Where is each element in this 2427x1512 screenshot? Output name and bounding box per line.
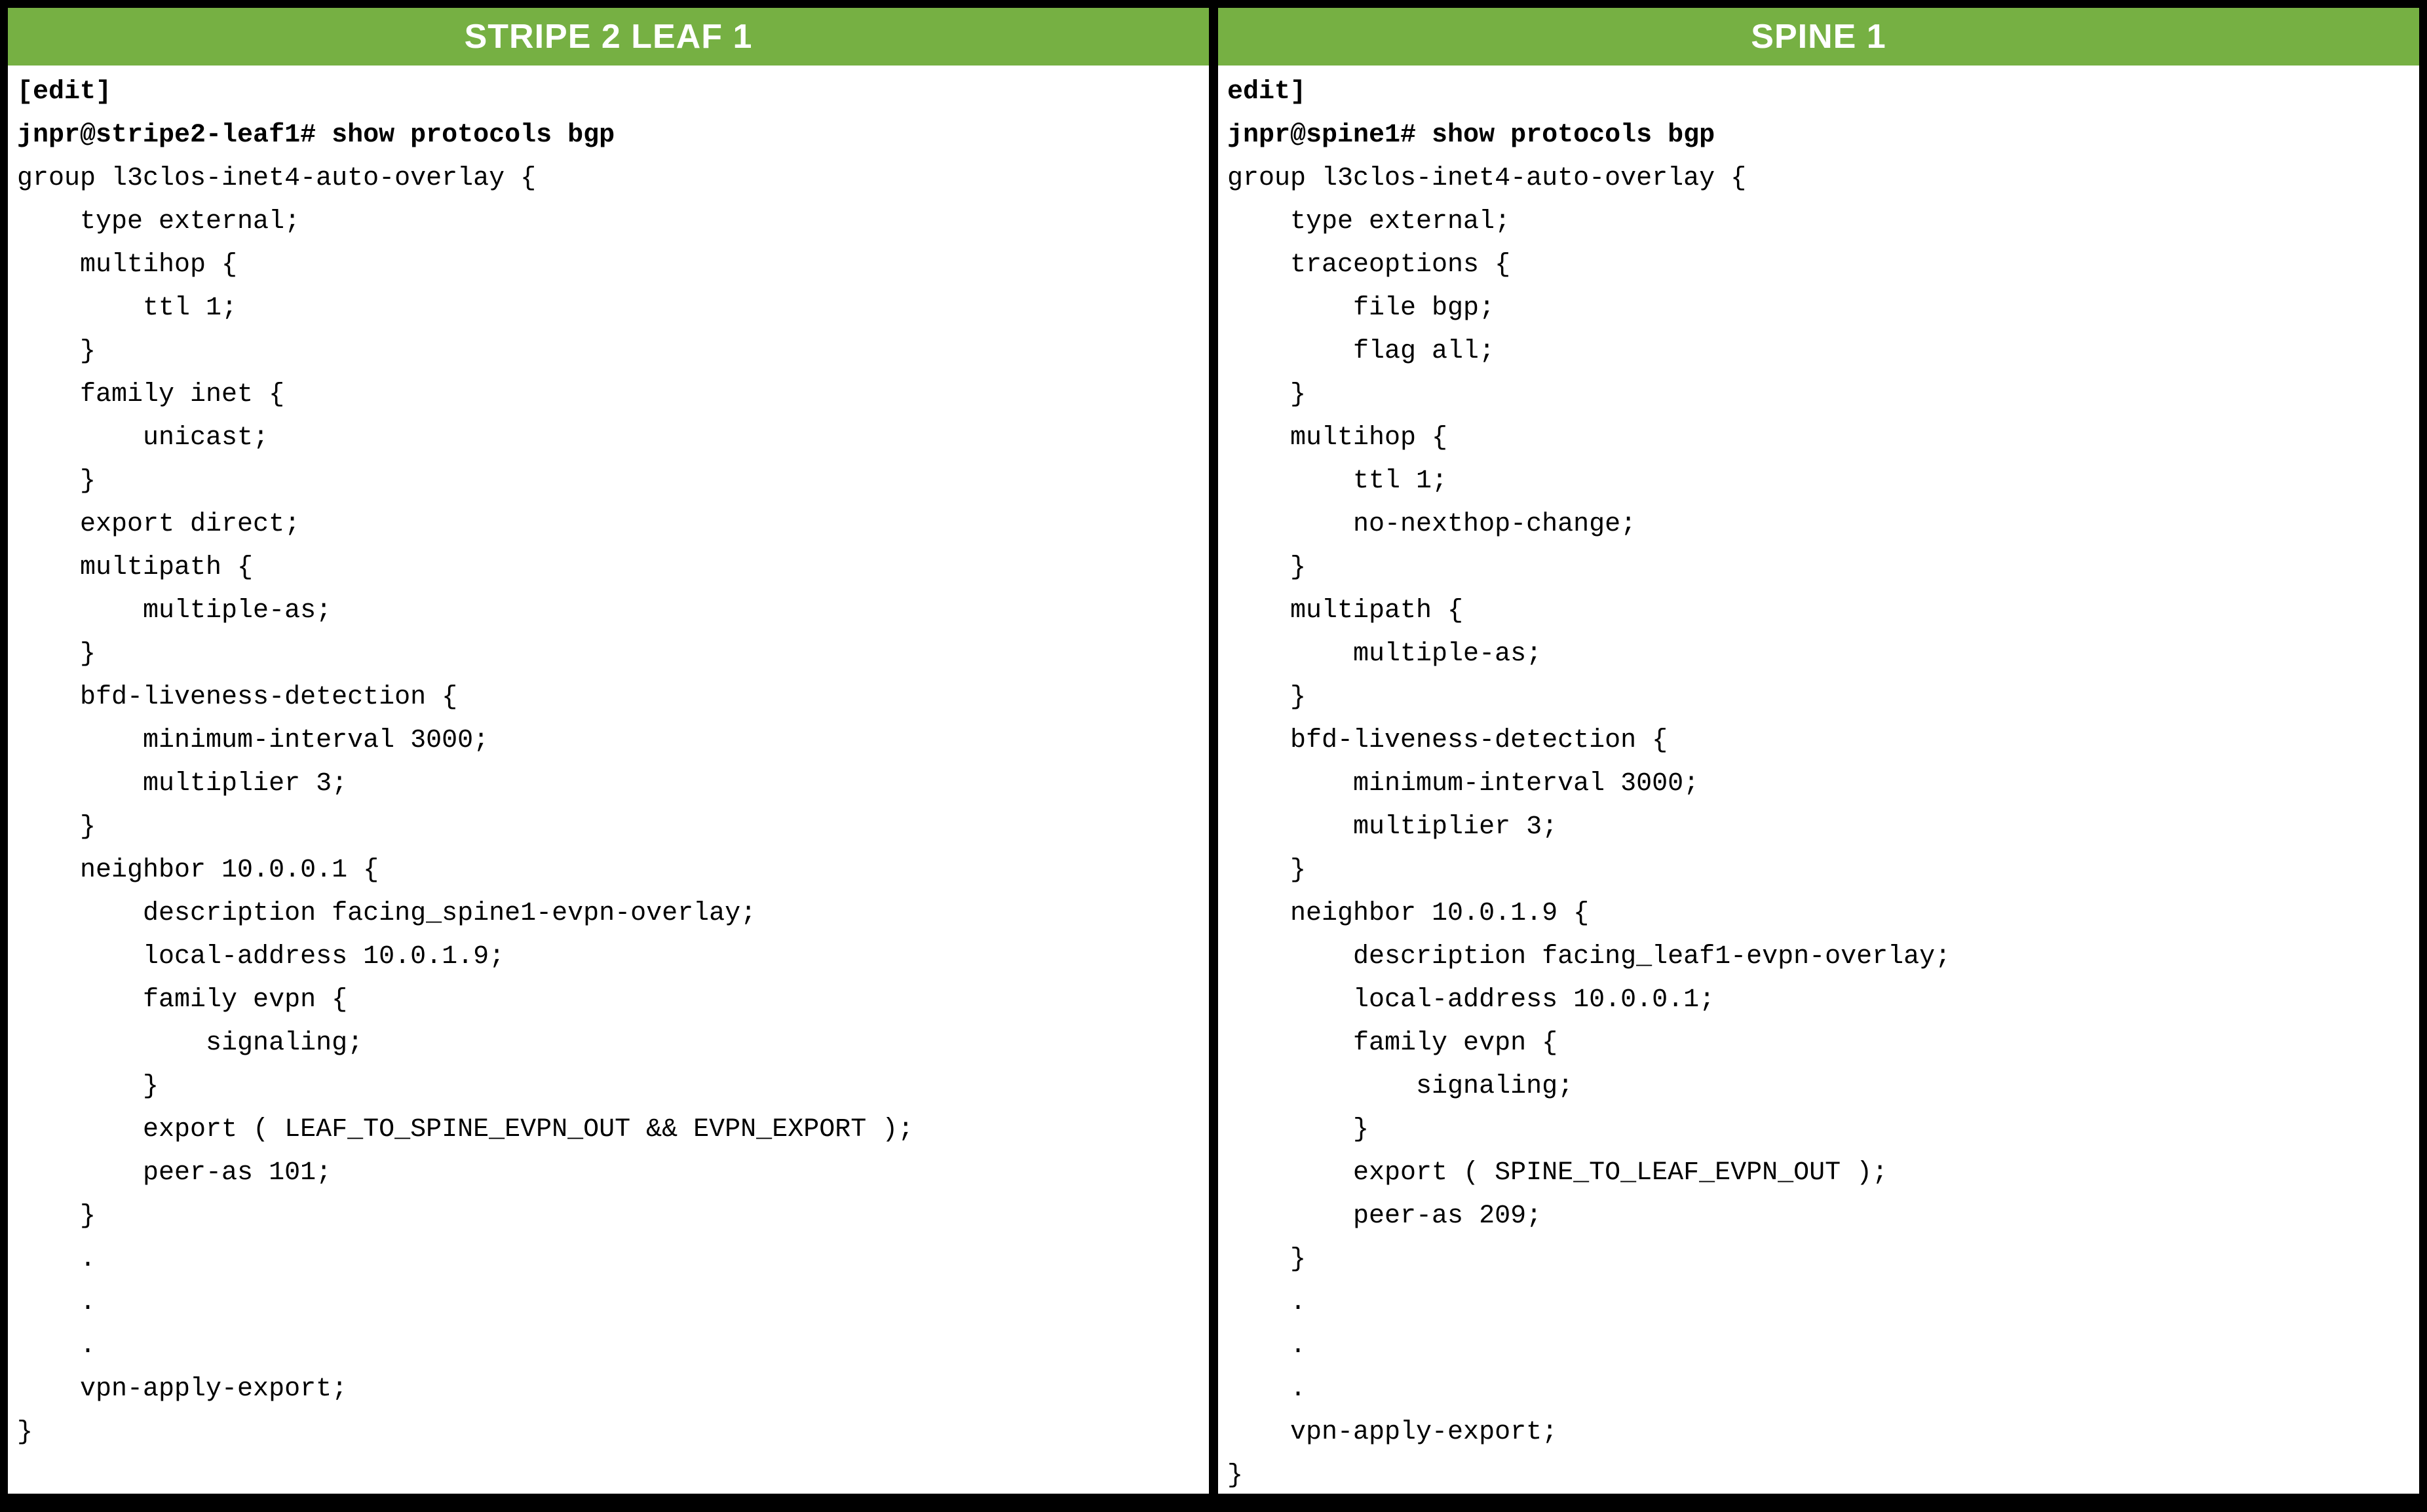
code-line: multiple-as; bbox=[17, 596, 332, 626]
code-line: multiple-as; bbox=[1227, 639, 1542, 669]
code-line: description facing_spine1-evpn-overlay; bbox=[17, 899, 757, 928]
code-line: flag all; bbox=[1227, 337, 1495, 366]
code-line: } bbox=[17, 1201, 96, 1231]
code-line: group l3clos-inet4-auto-overlay { bbox=[17, 164, 537, 193]
code-line: neighbor 10.0.0.1 { bbox=[17, 856, 379, 885]
code-line: } bbox=[1227, 1115, 1369, 1144]
terminal-output-spine1: edit] jnpr@spine1# show protocols bgp grou… bbox=[1218, 66, 2419, 1494]
code-line: [edit] bbox=[17, 77, 112, 107]
code-line: bfd-liveness-detection { bbox=[1227, 726, 1668, 755]
code-line: export ( SPINE_TO_LEAF_EVPN_OUT ); bbox=[1227, 1158, 1888, 1188]
code-line: . bbox=[17, 1288, 96, 1317]
code-line: } bbox=[1227, 856, 1307, 885]
code-line: family inet { bbox=[17, 380, 285, 409]
terminal-output-stripe2-leaf1: [edit] jnpr@stripe2-leaf1# show protocols… bbox=[8, 66, 1209, 1494]
code-line: ttl 1; bbox=[17, 293, 238, 323]
code-line: signaling; bbox=[1227, 1072, 1574, 1101]
code-line: type external; bbox=[1227, 207, 1511, 236]
code-line: } bbox=[17, 639, 96, 669]
code-line: jnpr@stripe2-leaf1# show protocols bgp bbox=[17, 121, 615, 150]
code-line: family evpn { bbox=[1227, 1029, 1558, 1058]
code-line: jnpr@spine1# show protocols bgp bbox=[1227, 121, 1715, 150]
code-line: } bbox=[1227, 1461, 1244, 1490]
code-line: type external; bbox=[17, 207, 301, 236]
code-line: . bbox=[1227, 1374, 1307, 1404]
code-line: . bbox=[1227, 1288, 1307, 1317]
code-line: local-address 10.0.1.9; bbox=[17, 942, 505, 972]
code-line: unicast; bbox=[17, 423, 269, 453]
code-line: minimum-interval 3000; bbox=[17, 726, 489, 755]
code-line: multiplier 3; bbox=[1227, 812, 1558, 842]
code-line: export ( LEAF_TO_SPINE_EVPN_OUT && EVPN_… bbox=[17, 1115, 914, 1144]
code-line: } bbox=[17, 466, 96, 496]
code-line: no-nexthop-change; bbox=[1227, 510, 1637, 539]
code-line: multihop { bbox=[17, 250, 238, 280]
code-line: } bbox=[1227, 553, 1307, 582]
code-line: } bbox=[1227, 380, 1307, 409]
code-line: multipath { bbox=[1227, 596, 1464, 626]
code-line: description facing_leaf1-evpn-overlay; bbox=[1227, 942, 1951, 972]
code-line: . bbox=[1227, 1331, 1307, 1361]
code-line: file bgp; bbox=[1227, 293, 1495, 323]
code-line: group l3clos-inet4-auto-overlay { bbox=[1227, 164, 1747, 193]
code-line: family evpn { bbox=[17, 985, 348, 1015]
code-line: ttl 1; bbox=[1227, 466, 1448, 496]
code-line: signaling; bbox=[17, 1029, 364, 1058]
code-line: } bbox=[17, 337, 96, 366]
code-line: . bbox=[17, 1331, 96, 1361]
code-line: peer-as 209; bbox=[1227, 1201, 1542, 1231]
code-line: export direct; bbox=[17, 510, 301, 539]
code-line: } bbox=[17, 1072, 159, 1101]
panel-title-spine1: SPINE 1 bbox=[1218, 8, 2419, 66]
code-line: } bbox=[1227, 683, 1307, 712]
panel-stripe2-leaf1: STRIPE 2 LEAF 1 [edit] jnpr@stripe2-leaf1… bbox=[7, 7, 1210, 1495]
code-line: multipath { bbox=[17, 553, 254, 582]
code-line: vpn-apply-export; bbox=[1227, 1418, 1558, 1447]
code-line: edit] bbox=[1227, 77, 1307, 107]
code-line: multihop { bbox=[1227, 423, 1448, 453]
code-line: traceoptions { bbox=[1227, 250, 1511, 280]
panel-title-stripe2-leaf1: STRIPE 2 LEAF 1 bbox=[8, 8, 1209, 66]
code-line: } bbox=[1227, 1245, 1307, 1274]
code-line: } bbox=[17, 1418, 33, 1447]
code-line: peer-as 101; bbox=[17, 1158, 332, 1188]
code-line: bfd-liveness-detection { bbox=[17, 683, 458, 712]
code-line: . bbox=[17, 1245, 96, 1274]
code-line: vpn-apply-export; bbox=[17, 1374, 348, 1404]
code-line: multiplier 3; bbox=[17, 769, 348, 799]
code-line: local-address 10.0.0.1; bbox=[1227, 985, 1715, 1015]
code-line: minimum-interval 3000; bbox=[1227, 769, 1700, 799]
code-line: neighbor 10.0.1.9 { bbox=[1227, 899, 1590, 928]
panel-spine1: SPINE 1 edit] jnpr@spine1# show protocols… bbox=[1217, 7, 2420, 1495]
code-line: } bbox=[17, 812, 96, 842]
